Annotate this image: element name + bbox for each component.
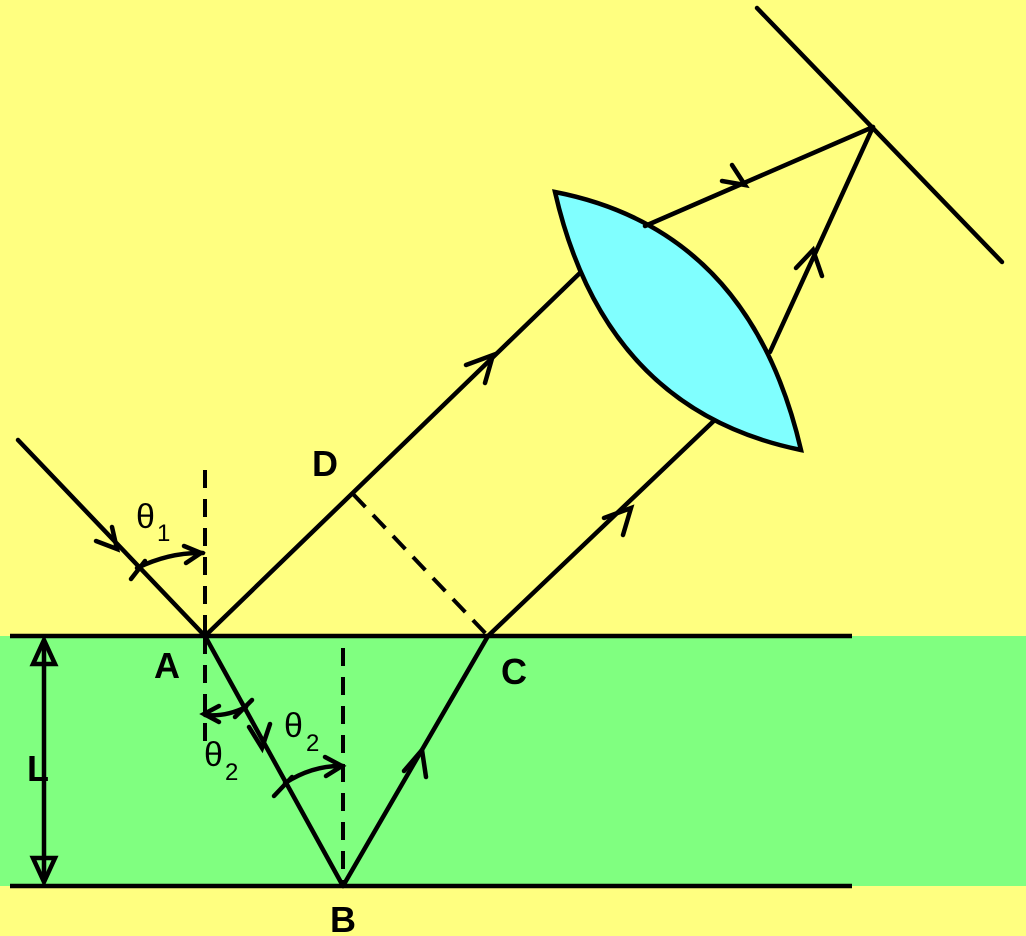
theta2a-arc-head: [199, 703, 222, 725]
theta2b-arc-head: [322, 754, 347, 779]
focused-ray-lower: [767, 124, 876, 355]
svg-text:θ: θ: [204, 736, 223, 774]
refracted-ray-AB: [202, 633, 346, 889]
incident-ray: [15, 437, 208, 639]
reflected-ray-AD: [202, 267, 586, 639]
svg-text:2: 2: [306, 730, 319, 757]
theta1-arc-head: [181, 543, 206, 566]
focused-ray-upper: [642, 124, 876, 229]
film-region: [0, 636, 1026, 886]
thickness-arrow-top: [29, 634, 59, 667]
refracted-arrow: [246, 721, 273, 754]
label-D: D: [312, 443, 338, 484]
theta2-label-right: θ 2: [284, 707, 319, 757]
svg-text:1: 1: [157, 520, 170, 547]
svg-text:2: 2: [225, 759, 238, 786]
ad-arrow: [463, 351, 497, 386]
theta2b-tick: [271, 774, 295, 799]
label-B: B: [330, 899, 356, 936]
bc-arrow: [401, 744, 429, 780]
c-ray-arrow: [601, 504, 635, 538]
upper-arrow: [719, 162, 750, 189]
label-L: L: [27, 748, 49, 789]
label-C: C: [501, 651, 527, 692]
theta2-label-left: θ 2: [204, 736, 238, 786]
label-A: A: [154, 645, 180, 686]
wavefront-DC: [351, 492, 490, 638]
theta1-label: θ 1: [136, 498, 170, 547]
converging-lens: [552, 189, 804, 453]
screen-line: [754, 5, 1005, 265]
emerging-ray-C: [485, 412, 723, 639]
svg-text:θ: θ: [136, 498, 155, 536]
air-region: [0, 0, 1026, 636]
thickness-arrow-bottom: [29, 855, 59, 888]
incident-arrow: [93, 524, 121, 553]
theta1-tick: [128, 558, 148, 582]
svg-text:θ: θ: [284, 707, 303, 745]
theta2a-tick: [232, 697, 255, 720]
substrate-region: [0, 886, 1026, 936]
lower-arrow: [793, 245, 825, 279]
